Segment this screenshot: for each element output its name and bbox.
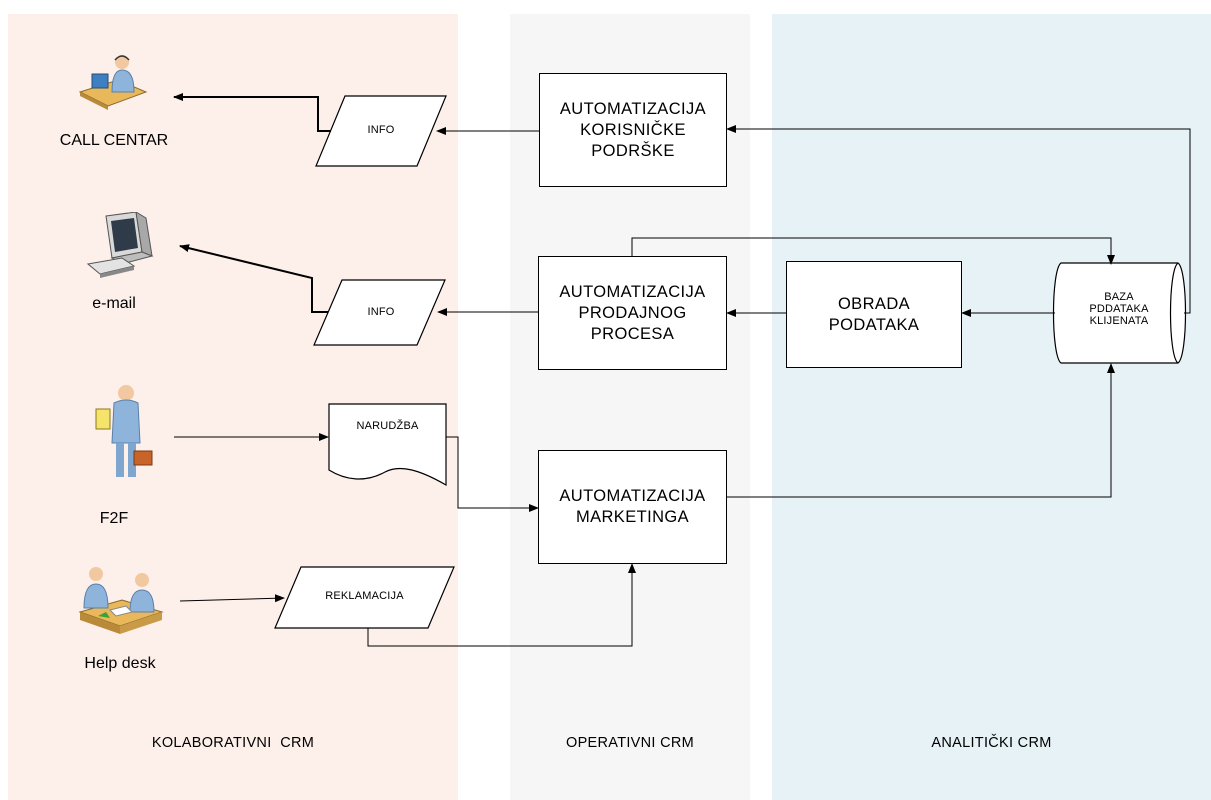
complaint-shape <box>274 566 455 629</box>
processing-line-2: PODATAKA <box>828 315 920 334</box>
arrow-complaint-marketing <box>367 563 636 647</box>
marketing-automation-box: AUTOMATIZACIJA MARKETINGA <box>538 450 727 564</box>
processing-line-1: OBRADA <box>837 294 911 313</box>
arrow-sales-db <box>631 237 1115 265</box>
sales-process-automation-box: AUTOMATIZACIJA PRODAJNOG PROCESA <box>538 256 727 370</box>
marketing-line-1: AUTOMATIZACIJA <box>559 487 706 505</box>
help-desk-label: Help desk <box>84 655 156 672</box>
call-center-label: CALL CENTAR <box>59 132 169 149</box>
marketing-line-2: MARKETINGA <box>575 508 690 526</box>
call-center-agent-icon <box>78 52 148 117</box>
database-line-2: PDDATAKA <box>1089 303 1149 315</box>
customer-support-automation-box: AUTOMATIZACIJA KORISNIČKE PODRŠKE <box>539 73 727 187</box>
arrow-marketing-db <box>727 363 1115 498</box>
info-2-shape <box>313 279 446 346</box>
support-line-2: KORISNIČKE <box>580 120 686 139</box>
customer-database-text: BAZA PDDATAKA KLIJENATA <box>1060 291 1178 327</box>
email-label: e-mail <box>92 295 136 312</box>
arrow-info2-email <box>179 244 328 313</box>
sales-line-3: PROCESA <box>590 324 675 343</box>
collaborative-crm-label: KOLABORATIVNI CRM <box>151 735 315 751</box>
database-shape-edge <box>1169 262 1179 364</box>
salesperson-icon <box>94 383 154 488</box>
computer-icon <box>86 211 158 289</box>
info-1-text: INFO <box>367 124 395 136</box>
database-line-1: BAZA <box>1104 291 1134 303</box>
data-processing-box: OBRADA PODATAKA <box>786 261 962 368</box>
support-line-3: PODRŠKE <box>591 141 675 160</box>
order-text: NARUDŽBA <box>356 420 419 432</box>
analytical-crm-label: ANALITIČKI CRM <box>931 735 1052 751</box>
sales-line-1: AUTOMATIZACIJA <box>559 282 706 301</box>
info-1-shape <box>315 95 447 167</box>
info-2-text: INFO <box>367 306 395 318</box>
sales-line-2: PRODAJNOG <box>578 303 687 322</box>
analytical-crm-zone <box>772 14 1211 800</box>
arrow-db-support <box>726 125 1191 314</box>
order-document-shape <box>328 403 447 487</box>
arrow-order-marketing <box>446 436 539 512</box>
arrow-info1-callcenter <box>173 93 331 132</box>
database-line-3: KLIJENATA <box>1089 315 1149 327</box>
arrow-helpdesk-complaint <box>179 594 285 603</box>
support-line-1: AUTOMATIZACIJA <box>559 99 707 118</box>
help-desk-icon <box>76 562 166 647</box>
f2f-label: F2F <box>99 510 129 527</box>
operational-crm-label: OPERATIVNI CRM <box>566 735 694 751</box>
complaint-text: REKLAMACIJA <box>325 590 404 602</box>
